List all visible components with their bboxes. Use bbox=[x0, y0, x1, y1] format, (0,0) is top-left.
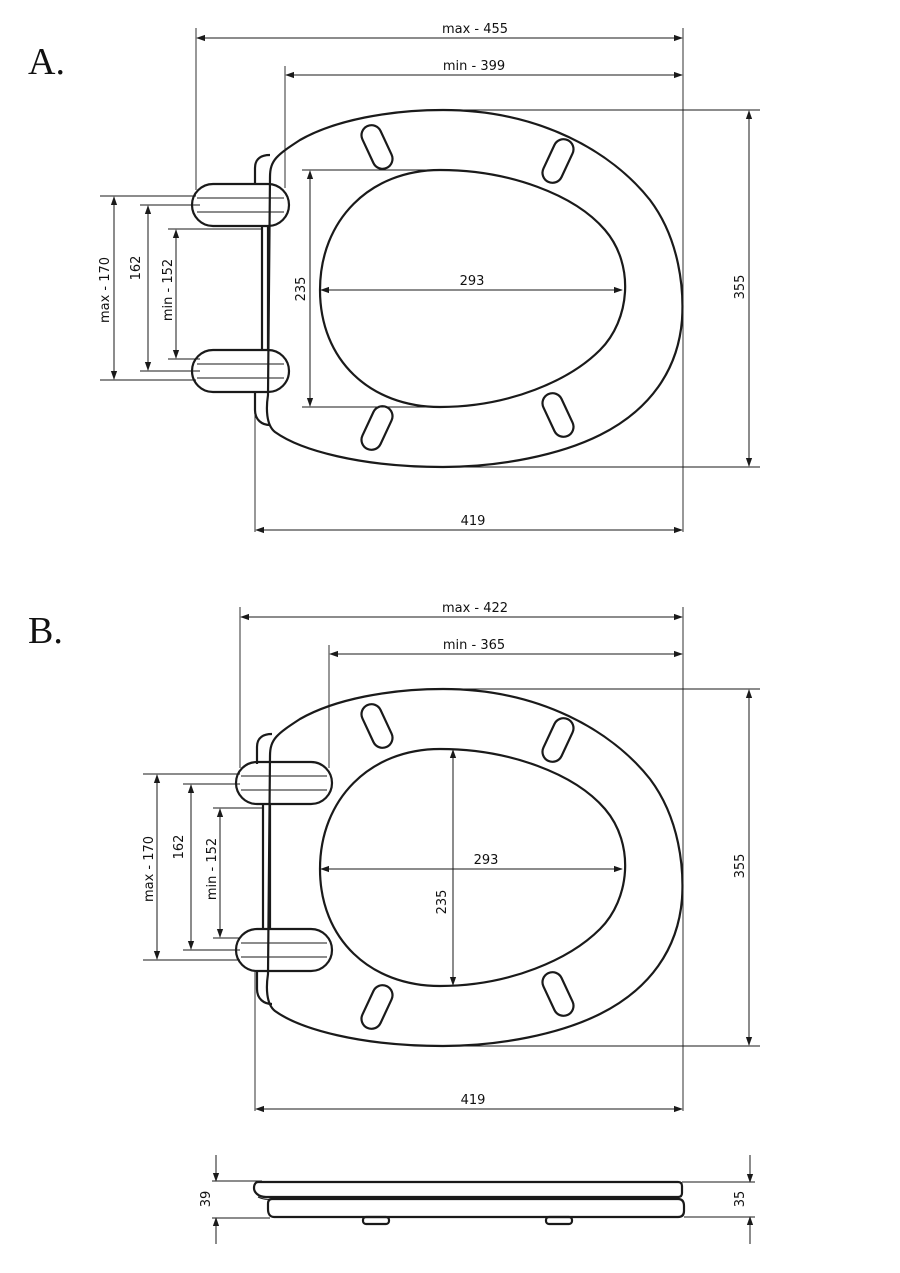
panel-a-inner-opening bbox=[318, 168, 627, 409]
panel-b-letter: B. bbox=[28, 610, 63, 652]
panel-b-slot-top-right bbox=[541, 717, 575, 763]
side-view-lid bbox=[252, 1180, 684, 1199]
panel-b-label-width-min: min - 365 bbox=[443, 638, 505, 653]
panel-b-label-opening-height: 235 bbox=[435, 890, 450, 915]
side-view-bumper-left bbox=[361, 1215, 391, 1226]
panel-a-label-hinge-min: min - 152 bbox=[161, 259, 176, 321]
side-view: 39 35 bbox=[199, 1155, 755, 1244]
side-view-bumper-right bbox=[544, 1215, 574, 1226]
panel-b-hinge-bottom bbox=[234, 927, 334, 973]
panel-a-label-hinge-mid: 162 bbox=[129, 256, 144, 281]
panel-a-hinge-bottom bbox=[190, 348, 291, 394]
panel-b-slot-bottom-left bbox=[360, 984, 394, 1030]
panel-a-seat-outline bbox=[265, 108, 684, 469]
panel-a-hinge-neck-top bbox=[253, 153, 271, 185]
panel-b-inner-opening bbox=[318, 747, 627, 988]
panel-a-label-seat-length: 355 bbox=[733, 275, 748, 300]
panel-a-label-hinge-max: max - 170 bbox=[98, 257, 113, 323]
panel-a: A. bbox=[28, 22, 760, 534]
side-view-label-left: 39 bbox=[199, 1191, 214, 1208]
panel-b: B. bbox=[28, 601, 760, 1113]
panel-b-slot-bottom-right bbox=[541, 971, 575, 1017]
panel-b-seat-outline bbox=[265, 687, 684, 1048]
panel-b-hinge-neck-top bbox=[255, 732, 273, 764]
panel-a-label-width-max: max - 455 bbox=[442, 22, 508, 37]
panel-a-slot-top-right bbox=[541, 138, 575, 184]
panel-b-label-hinge-min: min - 152 bbox=[205, 838, 220, 900]
panel-b-label-hinge-mid: 162 bbox=[172, 835, 187, 860]
panel-a-label-opening-height: 235 bbox=[294, 277, 309, 302]
panel-b-hinge-neck-bottom bbox=[255, 972, 273, 1006]
panel-b-slot-top-left bbox=[360, 703, 394, 749]
panel-b-label-opening-width: 293 bbox=[474, 853, 499, 868]
panel-a-hinge-top bbox=[190, 182, 291, 228]
panel-a-label-opening-width: 293 bbox=[460, 274, 485, 289]
panel-b-label-hinge-max: max - 170 bbox=[142, 836, 157, 902]
panel-b-label-seat-width: 419 bbox=[461, 1093, 486, 1108]
panel-a-letter: A. bbox=[28, 41, 65, 83]
side-view-label-right: 35 bbox=[733, 1191, 748, 1208]
side-view-seat bbox=[266, 1197, 686, 1219]
panel-a-label-width-min: min - 399 bbox=[443, 59, 505, 74]
panel-b-label-width-max: max - 422 bbox=[442, 601, 508, 616]
panel-a-slot-bottom-left bbox=[360, 405, 394, 451]
panel-a-slot-top-left bbox=[360, 124, 394, 170]
panel-b-label-seat-length: 355 bbox=[733, 854, 748, 879]
panel-a-slot-bottom-right bbox=[541, 392, 575, 438]
panel-a-label-seat-width: 419 bbox=[461, 514, 486, 529]
panel-b-hinge-top bbox=[234, 760, 334, 806]
